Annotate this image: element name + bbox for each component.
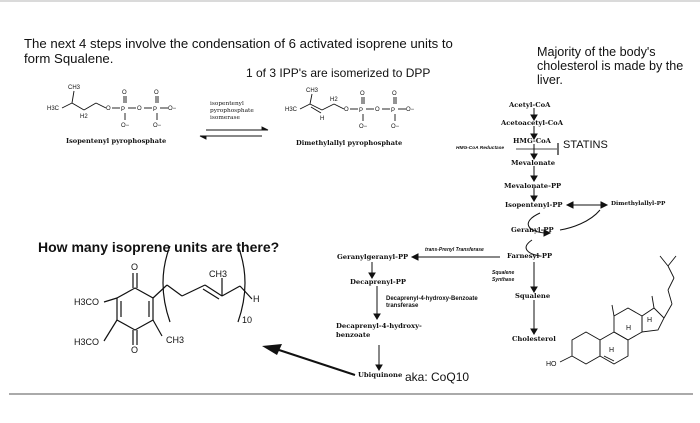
coq10-atoms: O O H3CO H3CO CH3 CH3 H 10: [74, 262, 260, 355]
atom-h2: H2: [80, 114, 88, 120]
pathway-geranyl-pp: Geranyl-PP: [511, 226, 554, 234]
atom-o-minus: O−: [168, 106, 177, 112]
atom-o: O: [122, 90, 127, 96]
atom-p: P: [121, 107, 125, 113]
pathway-cholesterol: Cholesterol: [512, 335, 556, 343]
pathway-acetyl-coa: Acetyl-CoA: [509, 101, 551, 109]
isopentenyl-pyrophosphate-atoms: CH3 H3C H2 O P O P O− O O O− O−: [47, 85, 177, 129]
liver-note: Majority of the body's cholesterol is ma…: [537, 45, 684, 87]
pathway-mevalonate: Mevalonate: [511, 159, 556, 167]
coq10-o-bottom: O: [131, 345, 138, 355]
atom-o: O: [344, 107, 349, 113]
ipp-isomerization-note: 1 of 3 IPP's are isomerized to DPP: [246, 66, 431, 80]
atom-h3c: H3C: [285, 107, 298, 113]
dimethylallyl-pyrophosphate-atoms: CH3 H3C H H2 O P O P O− O O O− O−: [285, 88, 415, 130]
pathway-acetoacetyl-coa: Acetoacetyl-CoA: [501, 119, 563, 127]
decaprenyl-transferase-label: Decaprenyl-4-hydroxy-Benzoate transferas…: [386, 296, 478, 309]
dimethylallyl-pyrophosphate-label: Dimethylallyl pyrophosphate: [296, 139, 403, 147]
pathway-decaprenyl-pp: Decaprenyl-PP: [350, 278, 406, 286]
atom-p: P: [153, 107, 157, 113]
atom-p: P: [359, 108, 363, 114]
pathway-farnesyl-pp: Farnesyl-PP: [507, 252, 553, 260]
coq10-h3co-bottom: H3CO: [74, 337, 99, 347]
cholesterol-h-3: H: [647, 317, 652, 324]
pathway-geranylgeranyl-pp: Geranylgeranyl-PP: [337, 253, 409, 261]
cholesterol-atoms: HO H H H: [546, 317, 652, 368]
pathway-arrows: [368, 108, 609, 371]
pathway-squalene: Squalene: [515, 292, 551, 300]
atom-o: O: [360, 91, 365, 97]
cholesterol-h-2: H: [609, 347, 614, 354]
atom-h3c: H3C: [47, 106, 60, 112]
isomerase-equilibrium-arrows: [199, 126, 269, 140]
atom-ch3: CH3: [68, 85, 81, 91]
pathway-mevalonate-pp: Mevalonate-PP: [504, 182, 562, 190]
atom-o-minus: O−: [121, 123, 130, 129]
atom-o-minus: O−: [391, 124, 400, 130]
coq10-aka-label: aka: CoQ10: [405, 370, 470, 384]
pathway-isopentenyl-pp: Isopentenyl-PP: [505, 201, 563, 209]
statins-label: STATINS: [563, 139, 608, 151]
cholesterol-ho: HO: [546, 361, 557, 368]
pathway-dimethylallyl-pp: Dimethylallyl-PP: [611, 201, 666, 207]
cholesterol-h-1: H: [626, 325, 631, 332]
atom-o: O: [375, 107, 380, 113]
pathway-ubiquinone: Ubiquinone: [358, 371, 403, 379]
trans-prenyl-transferase-label: trans-Prenyl Transferase: [425, 247, 484, 253]
coq10-h3co-top: H3CO: [74, 297, 99, 307]
coq10-h-end: H: [253, 294, 260, 304]
atom-o-minus: O−: [153, 123, 162, 129]
atom-p: P: [391, 108, 395, 114]
atom-ch3: CH3: [306, 88, 319, 94]
atom-o-minus: O−: [359, 124, 368, 130]
atom-o: O: [392, 91, 397, 97]
atom-h: H: [320, 116, 324, 122]
squalene-synthase-label: Squalene Synthase: [492, 270, 515, 283]
atom-o: O: [106, 106, 111, 112]
atom-h2: H2: [330, 97, 338, 103]
atom-o: O: [154, 90, 159, 96]
atom-o-minus: O−: [406, 107, 415, 113]
isomerase-enzyme-label: isopentenyl pyrophosphate isomerase: [210, 101, 254, 121]
ubiquinone-pointer-arrow: [262, 344, 356, 376]
isoprene-question: How many isoprene units are there?: [38, 239, 280, 255]
coq10-ring-ch3: CH3: [166, 335, 184, 345]
intro-text: The next 4 steps involve the condensatio…: [24, 36, 453, 66]
coq10-chain-ch3: CH3: [209, 269, 227, 279]
cholesterol-structure: [559, 255, 677, 365]
isopentenyl-pyrophosphate-label: Isopentenyl pyrophosphate: [66, 137, 167, 145]
dimethylallyl-pyrophosphate-structure: [299, 93, 406, 121]
atom-o: O: [137, 106, 142, 112]
pathway-decaprenyl-hydroxybenzoate: Decaprenyl-4-hydroxy-benzoate: [336, 322, 422, 339]
hmg-coa-reductase-label: HMG-CoA Reductase: [456, 146, 505, 151]
coq10-repeat-count: 10: [242, 315, 252, 325]
coq10-o-top: O: [131, 262, 138, 272]
coq10-structure: [103, 245, 253, 345]
isopentenyl-pyrophosphate-structure: [61, 90, 168, 120]
pathway-hmg-coa: HMG-CoA: [513, 137, 551, 145]
